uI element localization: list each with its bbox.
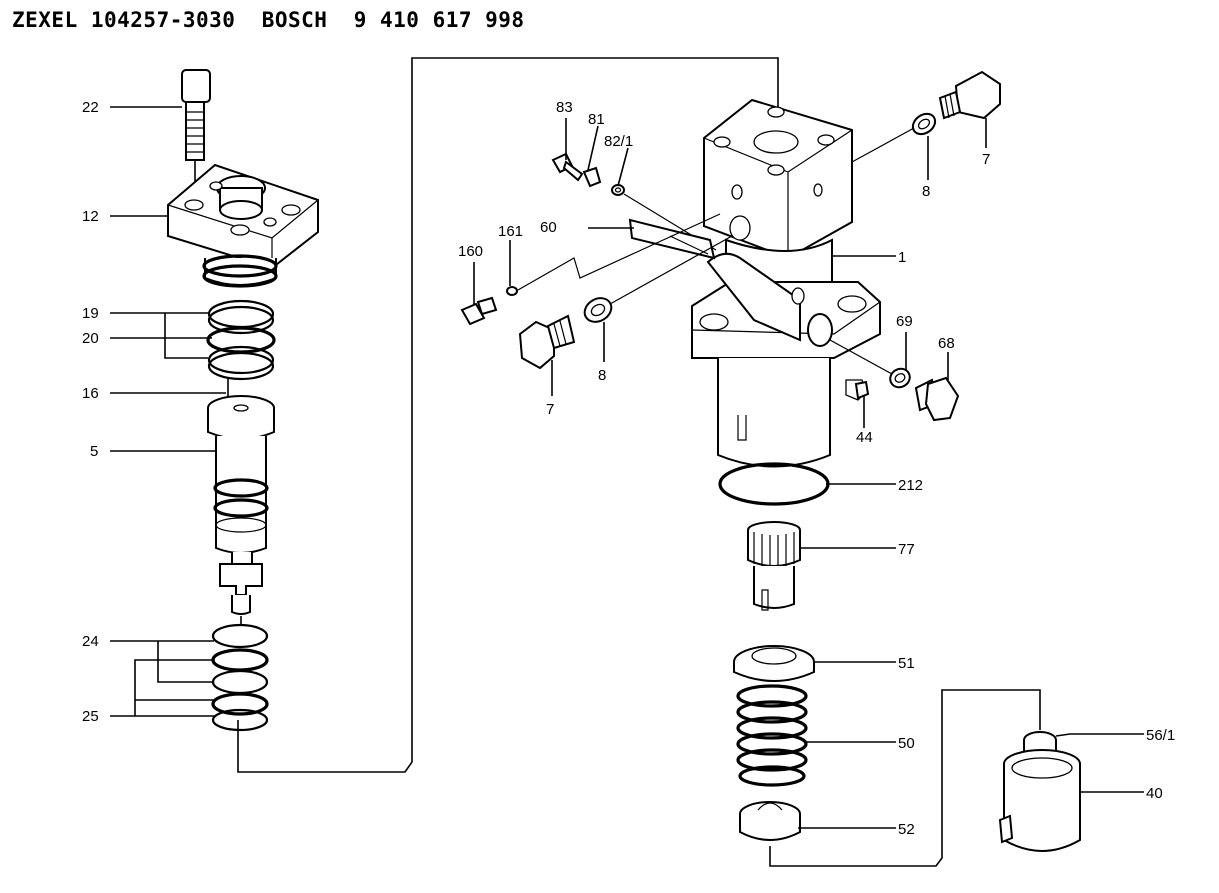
callout-56-1: 56/1: [1146, 727, 1175, 744]
callout-7-left: 7: [546, 401, 554, 418]
callout-60: 60: [540, 219, 557, 236]
callout-19: 19: [82, 305, 99, 322]
callout-82-1: 82/1: [604, 133, 633, 150]
callout-212: 212: [898, 477, 923, 494]
callout-8-right: 8: [922, 183, 930, 200]
callout-20: 20: [82, 330, 99, 347]
callout-83: 83: [556, 99, 573, 116]
part-52-lower-seat: [739, 801, 801, 841]
assembly-route-line-left: [237, 57, 779, 773]
callout-16: 16: [82, 385, 99, 402]
part-1-pump-body: [691, 98, 881, 468]
callout-5: 5: [90, 443, 98, 460]
callout-40: 40: [1146, 785, 1163, 802]
part-160-161-screw-washer: [460, 286, 518, 326]
callout-161: 161: [498, 223, 523, 240]
part-8-washer-top-right: [911, 112, 937, 136]
callout-77: 77: [898, 541, 915, 558]
callout-68: 68: [938, 335, 955, 352]
part-8-washer-left: [583, 297, 613, 323]
part-50-spring: [736, 684, 808, 787]
callout-1: 1: [898, 249, 906, 266]
part-16-5-barrel: [207, 378, 275, 626]
callout-25: 25: [82, 708, 99, 725]
callout-81: 81: [588, 111, 605, 128]
part-68-plug: [914, 376, 960, 422]
callout-8-left: 8: [598, 367, 606, 384]
part-77-control-sleeve: [747, 521, 801, 611]
part-24-25-rings: [211, 623, 269, 732]
part-212-ring: [718, 462, 830, 506]
callout-52: 52: [898, 821, 915, 838]
part-83-81-82-small-parts: [551, 152, 625, 196]
part-22-screw: [181, 69, 211, 198]
drawing-title: ZEXEL 104257-3030 BOSCH 9 410 617 998: [12, 8, 525, 32]
part-69-washer: [889, 367, 911, 389]
part-7-plug-top-right: [938, 70, 1001, 120]
part-19-20-rings: [206, 299, 276, 381]
part-44-pin: [854, 380, 870, 400]
callout-7-right: 7: [982, 151, 990, 168]
assembly-route-line-right: [769, 689, 1041, 867]
part-51-spring-seat: [733, 645, 815, 682]
part-40-tappet: [998, 749, 1081, 852]
callout-160: 160: [458, 243, 483, 260]
part-60-control-rack: [628, 218, 716, 260]
part-7-plug-left: [518, 314, 576, 370]
callout-44: 44: [856, 429, 873, 446]
callout-50: 50: [898, 735, 915, 752]
callout-12: 12: [82, 208, 99, 225]
callout-24: 24: [82, 633, 99, 650]
callout-22: 22: [82, 99, 99, 116]
part-12-flange: [167, 163, 319, 288]
callout-51: 51: [898, 655, 915, 672]
callout-69: 69: [896, 313, 913, 330]
